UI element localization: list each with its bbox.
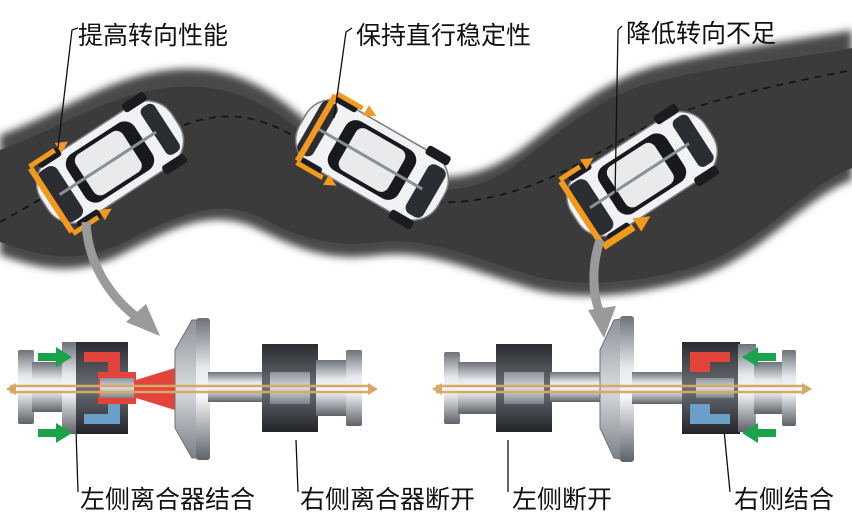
- green-arrow-left-top: [38, 347, 72, 367]
- car-right: [558, 103, 720, 250]
- green-arrow-left-bottom: [38, 423, 72, 443]
- car-middle: [294, 91, 451, 230]
- green-arrow-right-bottom: [742, 423, 776, 443]
- label-right-clutch-disengaged: 右侧离合器断开: [300, 485, 476, 514]
- label-right-engaged: 右侧结合: [734, 485, 835, 514]
- label-left-disengaged: 左侧断开: [512, 485, 613, 514]
- green-arrow-right-top: [742, 347, 776, 367]
- differential-left: [6, 318, 378, 460]
- gray-arrow-right: [588, 238, 616, 338]
- label-left-clutch-engaged: 左侧离合器结合: [80, 485, 256, 514]
- gray-arrow-left: [81, 221, 160, 336]
- label-improve-steering: 提高转向性能: [78, 21, 229, 50]
- car-left: [28, 91, 188, 236]
- label-straight-stability: 保持直行稳定性: [356, 21, 532, 50]
- differential-right: [432, 316, 812, 462]
- leader-lines: [57, 25, 731, 493]
- label-reduce-understeer: 降低转向不足: [626, 19, 777, 48]
